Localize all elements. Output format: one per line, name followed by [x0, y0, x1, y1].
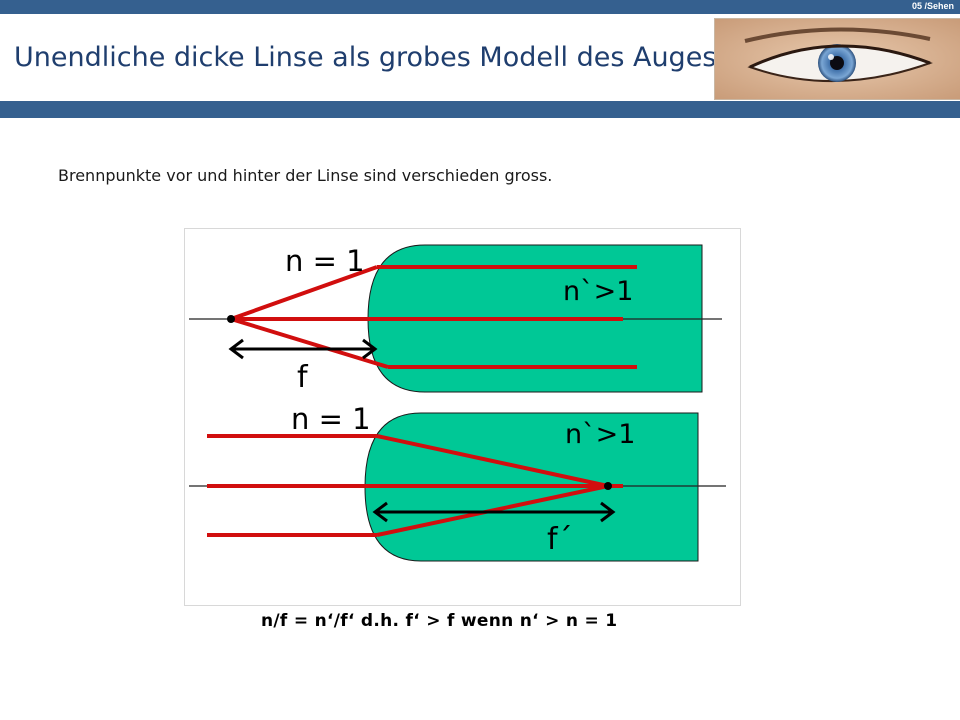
top-focal-point	[227, 315, 235, 323]
top-header-band: 05 /Sehen	[0, 0, 960, 14]
slide-number: 05 /Sehen	[911, 1, 954, 11]
slide-title: Unendliche dicke Linse als grobes Modell…	[14, 42, 717, 73]
bottom-arrow-right-head	[600, 501, 616, 523]
bottom-outside-index-label: n = 1	[291, 402, 371, 436]
bottom-focal-length-label: f´	[547, 522, 573, 557]
header-divider	[0, 101, 960, 118]
formula-text: n/f = n‘/f‘ d.h. f‘ > f wenn n‘ > n = 1	[261, 611, 618, 631]
bottom-focal-point	[604, 482, 612, 490]
top-ray-lower-cone	[230, 317, 389, 369]
top-panel: n = 1 n`>1 f	[189, 244, 722, 395]
subtitle-text: Brennpunkte vor und hinter der Linse sin…	[58, 166, 553, 185]
lens-diagram: n = 1 n`>1 f n = 1 n`>1 f´	[184, 228, 741, 606]
top-outside-index-label: n = 1	[285, 244, 365, 278]
bottom-ray-upper-refracted	[376, 434, 609, 488]
top-arrow-right-head	[362, 338, 378, 360]
top-ray-upper-cone	[230, 265, 378, 321]
top-inside-index-label: n`>1	[563, 276, 633, 307]
bottom-arrow-left-head	[372, 501, 388, 523]
bottom-panel: n = 1 n`>1 f´	[189, 402, 726, 562]
eye-image	[714, 18, 960, 100]
top-focal-length-label: f	[297, 360, 309, 395]
bottom-inside-index-label: n`>1	[565, 419, 635, 450]
top-arrow-left-head	[228, 338, 244, 360]
